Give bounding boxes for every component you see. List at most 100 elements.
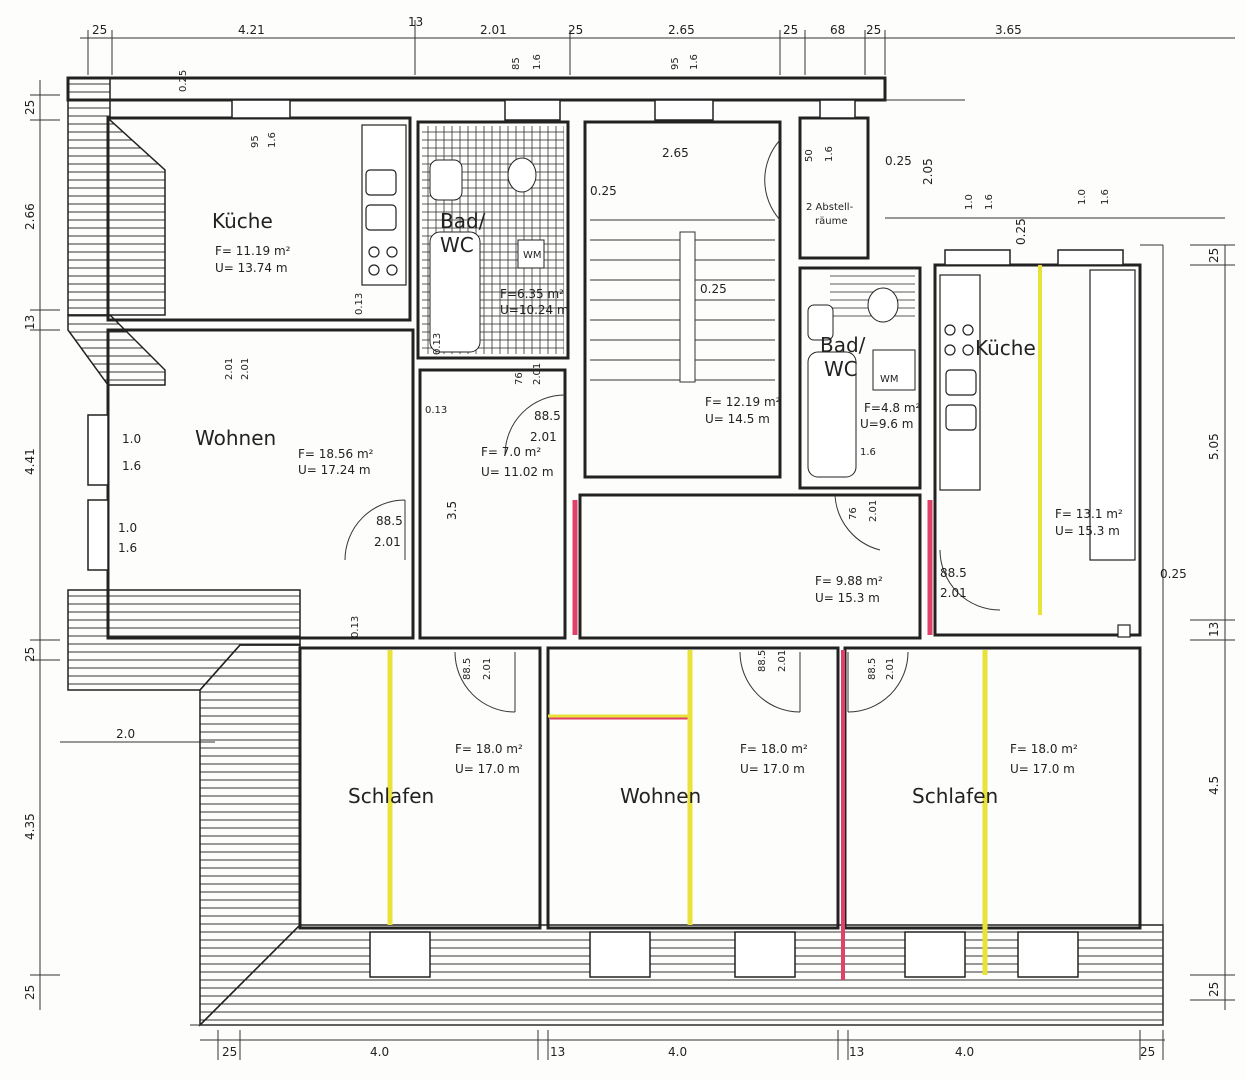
wohnen-2-area: F= 18.0 m² <box>740 742 808 756</box>
dim-left-7: 25 <box>23 985 37 1000</box>
dim-door-201-c: 2.01 <box>940 586 967 600</box>
dim-door-76-b: 76 <box>848 507 859 520</box>
dim-top-10: 3.65 <box>995 23 1022 37</box>
dim-window-top: 0.25 <box>178 70 189 92</box>
stair-area: F= 12.19 m² <box>705 395 781 409</box>
schlafen-2-name: Schlafen <box>912 784 998 808</box>
dim-right-5: 25 <box>1207 982 1221 997</box>
bad-right-area: F=4.8 m² <box>864 401 921 415</box>
dim-win-kuche-a: 95 <box>250 135 261 148</box>
dim-top-5: 25 <box>568 23 583 37</box>
dim-win-abst-a: 50 <box>804 149 815 162</box>
dim-win-w1-a: 1.0 <box>122 432 141 446</box>
dim-win-stair-a: 95 <box>670 57 681 70</box>
dim-top-7: 25 <box>783 23 798 37</box>
dims-left: 25 2.66 13 4.41 25 4.35 25 <box>23 100 37 1000</box>
dim-left-3: 13 <box>23 315 37 330</box>
dim-door-76-a: 76 <box>514 372 525 385</box>
bad-right-name-2: WC <box>824 357 858 381</box>
dim-013-a: 0.13 <box>354 293 365 315</box>
dim-right-4: 4.5 <box>1207 776 1221 795</box>
dim-door-885-s2: 88.5 <box>757 650 768 672</box>
bad-right-wm: WM <box>880 374 899 385</box>
dim-bottom-6: 4.0 <box>955 1045 974 1059</box>
dim-left-2: 2.66 <box>23 203 37 230</box>
dims-top: 25 4.21 13 2.01 25 2.65 25 68 25 3.65 <box>92 15 1022 37</box>
kuche-left-name: Küche <box>212 209 273 233</box>
markings <box>387 265 1042 980</box>
flur-mid-perimeter: U= 15.3 m <box>815 591 880 605</box>
wohnen-2-perimeter: U= 17.0 m <box>740 762 805 776</box>
dim-win-kuche-b: 1.6 <box>267 132 278 148</box>
kuche-right-area: F= 13.1 m² <box>1055 507 1123 521</box>
bad-right-name-1: Bad/ <box>820 333 866 357</box>
dim-door-wohnen-a: 2.01 <box>224 358 235 380</box>
dim-door-201-s1: 2.01 <box>482 658 493 680</box>
wohnen-left-perimeter: U= 17.24 m <box>298 463 371 477</box>
room-labels: Küche F= 11.19 m² U= 13.74 m Bad/ WC F=6… <box>195 202 1123 808</box>
dim-left-4: 4.41 <box>23 448 37 475</box>
dim-door-201-s2: 2.01 <box>777 650 788 672</box>
dim-20: 2.0 <box>116 727 135 741</box>
dimension-lines <box>30 20 1235 1060</box>
dim-205: 2.05 <box>921 158 935 185</box>
dim-win-bad-a: 85 <box>511 57 522 70</box>
bad-left-name-1: Bad/ <box>440 209 486 233</box>
dim-bottom-3: 13 <box>550 1045 565 1059</box>
dims-right: 25 5.05 13 4.5 25 <box>1207 248 1221 997</box>
dim-win-stair-b: 1.6 <box>689 54 700 70</box>
dim-013-d: 0.13 <box>432 333 443 355</box>
schlafen-2-perimeter: U= 17.0 m <box>1010 762 1075 776</box>
dim-win-w2-a: 1.0 <box>118 521 137 535</box>
dim-win-kr1-b: 1.6 <box>984 194 995 210</box>
abstell-name-2: räume <box>815 216 847 227</box>
dim-stair-width: 2.65 <box>662 146 689 160</box>
flur-left-area: F= 7.0 m² <box>481 445 541 459</box>
dim-35: 3.5 <box>445 501 459 520</box>
dim-top-2: 4.21 <box>238 23 265 37</box>
kuche-right-perimeter: U= 15.3 m <box>1055 524 1120 538</box>
dim-door-885-a: 88.5 <box>376 514 403 528</box>
dim-door-885-s1: 88.5 <box>462 658 473 680</box>
dim-right-2: 5.05 <box>1207 433 1221 460</box>
dim-top-6: 2.65 <box>668 23 695 37</box>
schlafen-2-area: F= 18.0 m² <box>1010 742 1078 756</box>
dim-win-w1-b: 1.6 <box>122 459 141 473</box>
flur-left-perimeter: U= 11.02 m <box>481 465 554 479</box>
dim-wall-e: 0.25 <box>1160 567 1187 581</box>
dim-013-c: 0.13 <box>350 616 361 638</box>
abstell-name-1: 2 Abstell- <box>806 202 854 213</box>
schlafen-1-perimeter: U= 17.0 m <box>455 762 520 776</box>
dim-win-w2-b: 1.6 <box>118 541 137 555</box>
dim-wall-c: 0.25 <box>700 282 727 296</box>
bathroom-tiles <box>422 126 916 478</box>
bad-left-name-2: WC <box>440 233 474 257</box>
dim-wall-d: 0.25 <box>1014 218 1028 245</box>
dim-door-201-d: 2.01 <box>532 363 543 385</box>
kuche-left-perimeter: U= 13.74 m <box>215 261 288 275</box>
kitchen-fixtures <box>361 124 1136 638</box>
dim-right-3: 13 <box>1207 622 1221 637</box>
dim-top-3: 13 <box>408 15 423 29</box>
dim-win-kr2-b: 1.6 <box>1100 189 1111 205</box>
dim-win-kr1-a: 1.0 <box>964 194 975 210</box>
dims-bottom: 25 4.0 13 4.0 13 4.0 25 <box>222 1045 1155 1059</box>
dim-top-8: 68 <box>830 23 845 37</box>
dim-wall-a: 0.25 <box>885 154 912 168</box>
dims-inner: 0.25 95 1.6 85 1.6 95 1.6 50 1.6 1.0 1.6… <box>116 54 1187 741</box>
schlafen-1-name: Schlafen <box>348 784 434 808</box>
schlafen-1-area: F= 18.0 m² <box>455 742 523 756</box>
dim-door-885-b: 88.5 <box>534 409 561 423</box>
dim-left-5: 25 <box>23 647 37 662</box>
walls <box>66 76 1164 1026</box>
bad-right-perimeter: U=9.6 m <box>860 417 913 431</box>
dim-door-201-a: 2.01 <box>374 535 401 549</box>
dim-top-4: 2.01 <box>480 23 507 37</box>
dim-door-201-e: 2.01 <box>868 500 879 522</box>
dim-top-9: 25 <box>866 23 881 37</box>
dim-win-abst-b: 1.6 <box>824 146 835 162</box>
dim-left-1: 25 <box>23 100 37 115</box>
dim-16: 1.6 <box>860 447 876 458</box>
flur-mid-area: F= 9.88 m² <box>815 574 883 588</box>
